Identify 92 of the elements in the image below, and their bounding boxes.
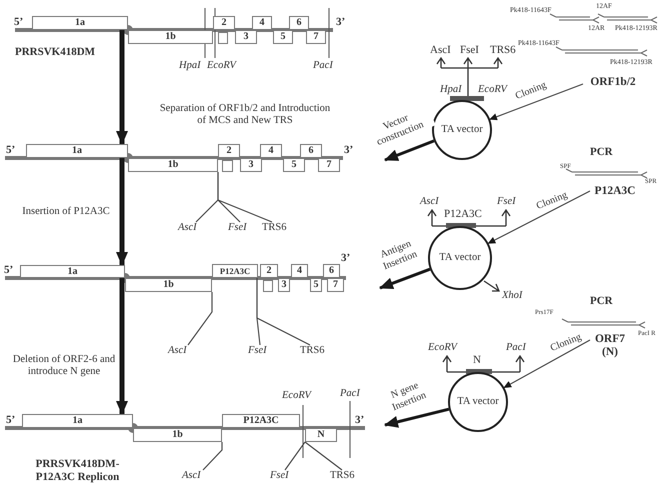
arrow [116, 158, 128, 266]
gene-box: 2 [218, 144, 240, 158]
site-label: TRS6 [262, 222, 287, 234]
gene-box: 3 [235, 30, 257, 44]
gene-box: 1b [125, 278, 212, 292]
vector-circle: TA vector [432, 100, 492, 160]
gene-box: 4 [291, 264, 308, 278]
gene-box: 1a [26, 144, 128, 158]
site-label: TRS6 [330, 470, 355, 482]
restriction-site-label: FseI [497, 196, 516, 208]
site-label: FseI [248, 345, 267, 358]
vector-circle: TA vector [448, 372, 508, 432]
construct-name: PRRSVK418DM [15, 46, 96, 59]
gene-box: 3 [278, 278, 290, 292]
arrow [116, 30, 128, 145]
strand-end-label: 5’ [6, 144, 16, 157]
gene-box: 7 [318, 158, 340, 172]
gene-box: 4 [260, 144, 282, 158]
arrow [488, 190, 590, 244]
gene-box: 1a [22, 414, 133, 428]
leader-line [188, 292, 213, 346]
strand-end-label: 3’ [355, 414, 364, 427]
restriction-site-label: EcoRV [428, 342, 457, 354]
fragment-label: ORF7 (N) [590, 333, 630, 360]
insert-label: N [473, 354, 481, 367]
leader-line [217, 172, 272, 222]
arrow [384, 140, 435, 162]
restriction-site-label: FseI [460, 44, 479, 57]
gene-box: N [305, 428, 337, 442]
construct-name: PRRSVK418DM- P12A3C Replicon [34, 458, 120, 484]
gene-box: 1a [32, 16, 128, 30]
site-label: FseI [270, 470, 289, 482]
restriction-site-label: EcoRV [282, 390, 311, 402]
leader-line [256, 278, 310, 346]
strand-end-label: 3’ [341, 252, 350, 265]
gene-box: P12A3C [222, 414, 300, 428]
strand-end-label: 3’ [336, 16, 346, 29]
vector-circle: TA vector [428, 226, 492, 290]
gene-box: 2 [213, 16, 235, 30]
gene-box: 3 [240, 158, 262, 172]
site-label: TRS6 [300, 345, 325, 358]
arrow [489, 83, 584, 120]
gene-box: 1b [133, 428, 222, 442]
fragment-label: ORF1b/2 [583, 76, 643, 90]
site-label: AscI [182, 470, 201, 482]
gene-box: 6 [289, 16, 309, 30]
restriction-site-label: EcoRV [207, 60, 236, 72]
gene-box: 6 [300, 144, 322, 158]
gene-box: 4 [252, 16, 272, 30]
restriction-site-label: AscI [420, 196, 439, 208]
gene-box: 1b [128, 158, 218, 172]
strand-end-label: 5’ [4, 264, 14, 277]
site-label: AscI [178, 222, 197, 234]
leader-line [304, 442, 342, 470]
arrow [384, 408, 450, 428]
restriction-site-label: EcoRV [478, 84, 507, 96]
gene-box: 5 [273, 30, 293, 44]
strand-end-label: 5’ [6, 414, 16, 427]
strand-end-label: 3’ [344, 144, 354, 157]
leader-line [284, 442, 306, 470]
gene-box [218, 32, 228, 44]
insert-label: P12A3C [444, 208, 482, 221]
gene-box: 1a [20, 265, 125, 278]
site-label: AscI [168, 345, 187, 358]
restriction-site-label: HpaI [440, 84, 462, 96]
gene-box [263, 280, 273, 292]
restriction-site-label: HpaI [179, 60, 201, 72]
restriction-site-label: AscI [430, 44, 451, 57]
gene-box: 5 [310, 278, 322, 292]
leader-line [202, 442, 223, 470]
restriction-site-label: XhoI [502, 290, 522, 302]
step-label: PCR [590, 146, 613, 159]
step-label: PCR [590, 295, 613, 308]
restriction-site-label: PacI [340, 388, 360, 400]
gene-box: 7 [306, 30, 326, 44]
gene-box: P12A3C [212, 264, 258, 278]
edge-label: Deletion of ORF2-6 and introduce N gene [10, 354, 118, 378]
gene-box: 7 [327, 278, 344, 292]
gene-box: 6 [323, 264, 340, 278]
arrow [379, 268, 431, 290]
site-label: FseI [228, 222, 247, 234]
gene-box: 2 [260, 264, 278, 278]
restriction-site-label: PacI [313, 60, 333, 72]
gene-box [222, 160, 233, 172]
arrow [116, 278, 128, 415]
arrow [503, 340, 590, 388]
restriction-site-label: TRS6 [490, 44, 516, 57]
gene-box: 5 [283, 158, 305, 172]
strand-end-label: 5’ [14, 16, 24, 29]
gene-box: 1b [128, 30, 213, 44]
restriction-site-label: PacI [506, 342, 526, 354]
fragment-label: P12A3C [590, 185, 640, 198]
